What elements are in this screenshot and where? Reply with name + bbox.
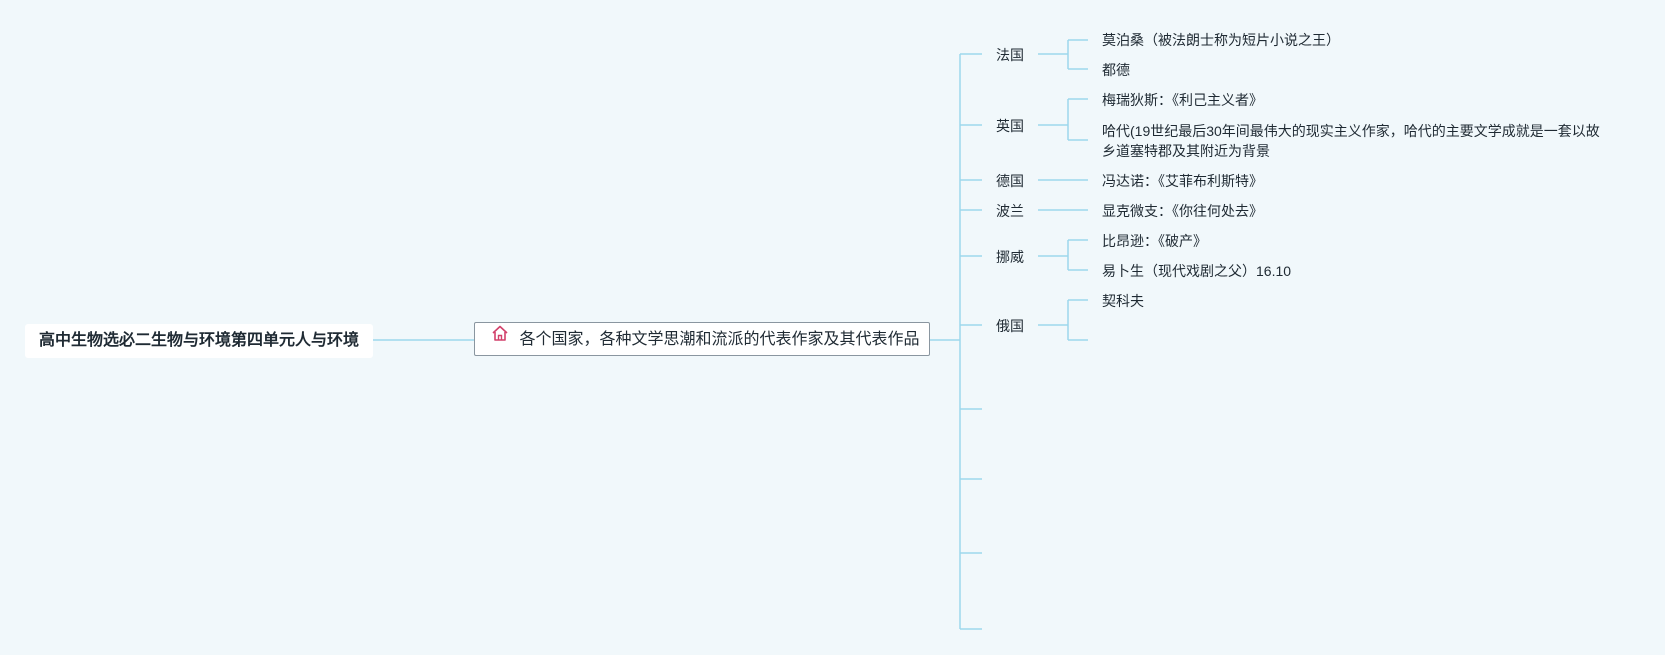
country-poland[interactable]: 波兰 [996,203,1024,219]
country-russia[interactable]: 俄国 [996,318,1024,334]
work-meredith[interactable]: 梅瑞狄斯：《利己主义者》 [1102,92,1263,108]
country-france[interactable]: 法国 [996,47,1024,63]
country-germany[interactable]: 德国 [996,173,1024,189]
work-chekhov[interactable]: 契科夫 [1102,293,1144,309]
work-sienkiewicz[interactable]: 显克微支：《你往何处去》 [1102,203,1263,219]
central-topic-label: 各个国家，各种文学思潮和流派的代表作家及其代表作品 [519,331,920,348]
work-bjornson[interactable]: 比昂逊：《破产》 [1102,233,1207,249]
home-icon [491,321,509,355]
country-norway[interactable]: 挪威 [996,249,1024,265]
country-britain[interactable]: 英国 [996,118,1024,134]
central-topic[interactable]: 各个国家，各种文学思潮和流派的代表作家及其代表作品 [474,322,930,356]
work-maupassant[interactable]: 莫泊桑（被法朗士称为短片小说之王） [1102,32,1340,48]
work-fontane[interactable]: 冯达诺：《艾菲布利斯特》 [1102,173,1263,189]
work-daudet[interactable]: 都德 [1102,62,1130,78]
root-topic[interactable]: 高中生物选必二生物与环境第四单元人与环境 [25,324,373,358]
work-hardy[interactable]: 哈代(19世纪最后30年间最伟大的现实主义作家，哈代的主要文学成就是一套以故乡道… [1102,123,1600,159]
work-ibsen[interactable]: 易卜生（现代戏剧之父）16.10 [1102,263,1292,279]
